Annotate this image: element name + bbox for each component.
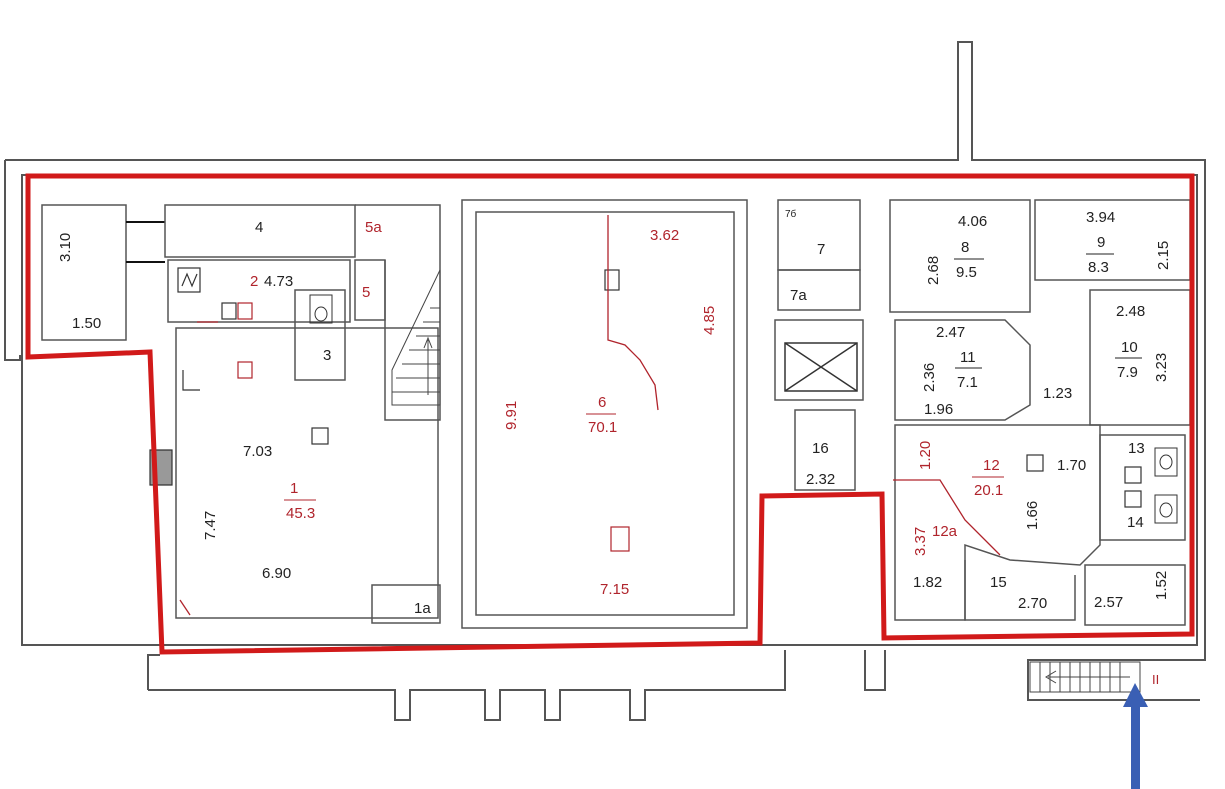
toilet-icon xyxy=(1154,494,1178,524)
room-area: 9.5 xyxy=(956,264,977,281)
dimension-label: 7.47 xyxy=(202,511,219,540)
dimension-label: 1.20 xyxy=(917,441,934,470)
dimension-label: 3.10 xyxy=(57,233,74,262)
stairs-icon xyxy=(1029,661,1141,693)
room-number: 4 xyxy=(255,219,263,236)
dimension-label: 2.70 xyxy=(1018,595,1047,612)
toilet-icon xyxy=(1154,447,1178,477)
dimension-label: 2.15 xyxy=(1155,241,1172,270)
room-number: 5a xyxy=(365,219,382,236)
premises-boundary xyxy=(25,173,1195,655)
room-number: 7 xyxy=(817,241,825,258)
dimension-label: 2.57 xyxy=(1094,594,1123,611)
room-number: 3 xyxy=(323,347,331,364)
dimension-label: 1.50 xyxy=(72,315,101,332)
room-number: 15 xyxy=(990,574,1007,591)
entrance-arrow-icon xyxy=(1123,683,1148,789)
dimension-label: 2.32 xyxy=(806,471,835,488)
dimension-label: 4.85 xyxy=(701,306,718,335)
dimension-label: 4.06 xyxy=(958,213,987,230)
dimension-label: 3.62 xyxy=(650,227,679,244)
room-number: 13 xyxy=(1128,440,1145,457)
dimension-label: 2.68 xyxy=(925,256,942,285)
room-number: 2 xyxy=(250,273,258,290)
room-area: 7.9 xyxy=(1117,364,1138,381)
dimension-label: 1.23 xyxy=(1043,385,1072,402)
room-number: 7a xyxy=(790,287,807,304)
room-number: 6 xyxy=(598,394,606,411)
room-number: 11 xyxy=(960,349,976,366)
partition-lines xyxy=(179,215,1001,616)
dimension-label: 4.73 xyxy=(264,273,293,290)
room-number: 1 xyxy=(290,480,298,497)
dimension-label: 2.47 xyxy=(936,324,965,341)
room-number: 8 xyxy=(961,239,969,256)
dimension-label: 6.90 xyxy=(262,565,291,582)
electric-panel-icon xyxy=(177,267,201,293)
dimension-label: 3.37 xyxy=(912,527,929,556)
dimension-label: 1.66 xyxy=(1024,501,1041,530)
room-area: 20.1 xyxy=(974,482,1003,499)
entrance-mark: II xyxy=(1152,672,1159,687)
dimension-label: 7.15 xyxy=(600,581,629,598)
toilet-icon xyxy=(309,294,333,324)
dimension-label: 3.23 xyxy=(1153,353,1170,382)
dimension-label: 2.48 xyxy=(1116,303,1145,320)
room-area: 70.1 xyxy=(588,419,617,436)
dimension-label: 1.70 xyxy=(1057,457,1086,474)
room-number: 7б xyxy=(785,208,797,220)
room-area: 8.3 xyxy=(1088,259,1109,276)
dimension-label: 7.03 xyxy=(243,443,272,460)
room-number: 10 xyxy=(1121,339,1138,356)
room-walls xyxy=(41,199,1191,629)
room-number: 12a xyxy=(932,523,958,540)
room-number: 9 xyxy=(1097,234,1105,251)
room-number: 1a xyxy=(414,600,431,617)
dimension-label: 3.94 xyxy=(1086,209,1115,226)
room-number: 12 xyxy=(983,457,1000,474)
dimension-label: 2.36 xyxy=(921,363,938,392)
dimension-label: 1.96 xyxy=(924,401,953,418)
room-area: 7.1 xyxy=(957,374,978,391)
room-number: 14 xyxy=(1127,514,1144,531)
room-number: 5 xyxy=(362,284,370,301)
dimension-label: 1.82 xyxy=(913,574,942,591)
dimension-label: 1.52 xyxy=(1153,571,1170,600)
stairs-icon xyxy=(391,269,441,406)
room-area: 45.3 xyxy=(286,505,315,522)
elevator-shaft-icon xyxy=(784,342,858,392)
dimension-label: 9.91 xyxy=(503,401,520,430)
room-number: 16 xyxy=(812,440,829,457)
